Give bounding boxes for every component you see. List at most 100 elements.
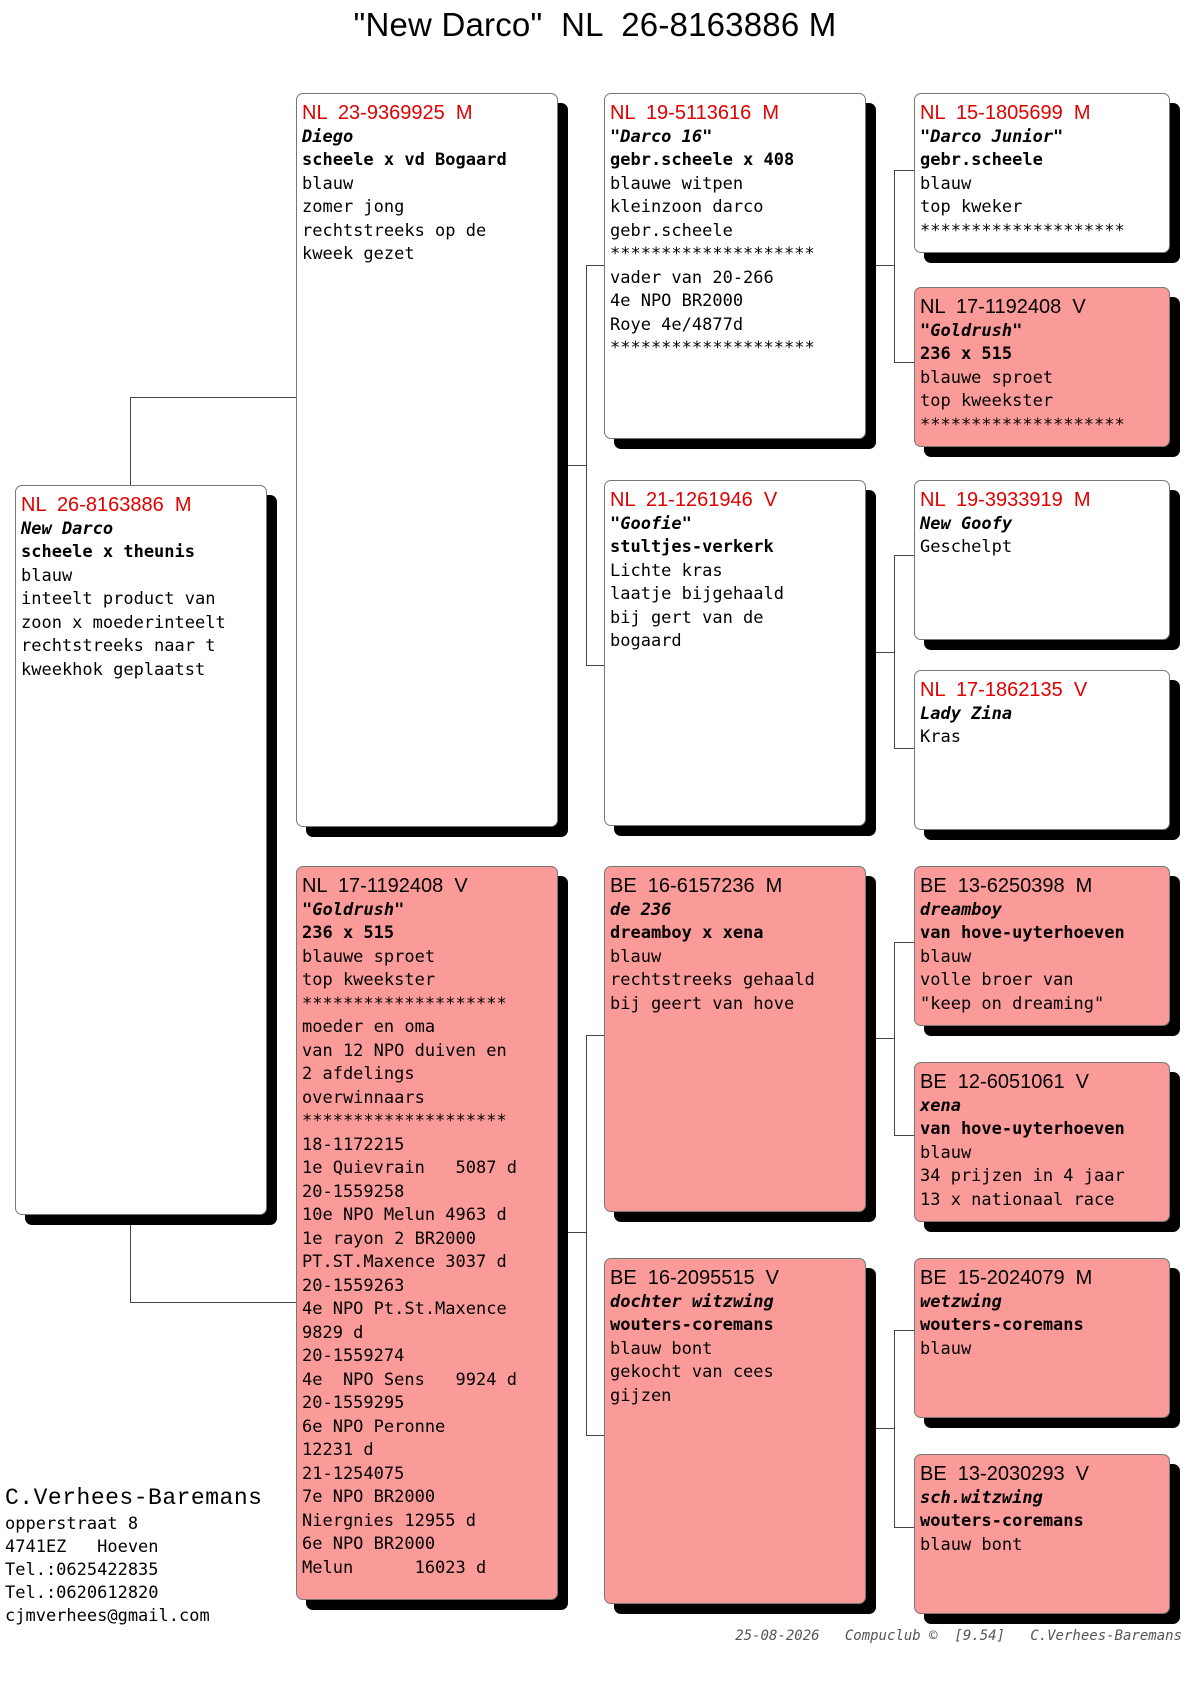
bird-note: 1e Quievrain 5087 d <box>302 1158 517 1178</box>
bird-note: rechtstreeks op de <box>302 220 487 241</box>
connector-line <box>586 1035 604 1036</box>
bird-note: blauwe witpen <box>610 173 744 194</box>
bird-note: volle broer van <box>920 970 1074 990</box>
bird-strain: wouters-coremans <box>920 1315 1084 1335</box>
bird-note: Geschelpt <box>920 537 1013 557</box>
bird-strain: van hove-uyterhoeven <box>920 1119 1125 1139</box>
bird-note: van 12 NPO duiven en <box>302 1040 507 1061</box>
ring-number: BE 16-6157236 M <box>610 875 783 897</box>
bird-note: Kras <box>920 727 961 747</box>
connector-line <box>866 265 894 266</box>
ring-number: NL 19-5113616 M <box>610 102 779 124</box>
bird-note: vader van 20-266 <box>610 267 774 288</box>
owner-phone: Tel.:0620612820 <box>5 1583 159 1603</box>
bird-note: blauw <box>920 1142 972 1163</box>
print-footer: 25-08-2026 Compuclub © [9.54] C.Verhees-… <box>735 1628 1182 1644</box>
page-title: "New Darco" NL 26-8163886 M <box>353 6 837 43</box>
owner-street: opperstraat 8 <box>5 1514 139 1534</box>
ring-number: NL 15-1805699 M <box>920 102 1091 124</box>
bird-name: "Darco Junior" <box>920 126 1064 147</box>
bird-note: ******************** <box>610 244 815 264</box>
ring-number: NL 17-1192408 V <box>920 296 1086 318</box>
ring-number: BE 13-6250398 M <box>920 875 1093 897</box>
bird-note: "keep on dreaming" <box>920 993 1105 1014</box>
bird-note: 4e NPO BR2000 <box>610 291 744 311</box>
connector-line <box>586 1035 587 1435</box>
connector-line <box>586 265 604 266</box>
bird-note: 18-1172215 <box>302 1134 405 1155</box>
bird-name: dochter witzwing <box>610 1291 774 1312</box>
owner-name: C.Verhees-Baremans <box>5 1485 263 1511</box>
bird-name: de 236 <box>610 899 672 920</box>
bird-note: moeder en oma <box>302 1017 436 1037</box>
bird-note: 34 prijzen in 4 jaar <box>920 1166 1125 1186</box>
ring-number: NL 23-9369925 M <box>302 102 473 124</box>
connector-line <box>866 1038 894 1039</box>
connector-line <box>894 555 895 748</box>
sire-sire-dam-card: NL 17-1192408 V"Goldrush" 236 x 515 blauwe… <box>914 287 1170 447</box>
connector-line <box>894 1135 914 1136</box>
connector-line <box>130 1222 131 1302</box>
bird-note: 6e NPO Peronne <box>302 1416 446 1437</box>
bird-note: laatje bijgehaald <box>610 584 784 604</box>
bird-name: xena <box>920 1095 961 1116</box>
connector-line <box>130 397 131 485</box>
connector-line <box>894 1330 895 1527</box>
bird-note: 6e NPO BR2000 <box>302 1534 436 1554</box>
connector-line <box>866 1428 894 1429</box>
bird-name: "Goofie" <box>610 513 692 534</box>
bird-note: 9829 d <box>302 1322 364 1343</box>
bird-note: ******************** <box>610 338 815 358</box>
bird-note: rechtstreeks naar t <box>21 636 216 656</box>
connector-line <box>894 748 914 749</box>
bird-note: kleinzoon darco <box>610 197 764 217</box>
bird-name: "Darco 16" <box>610 126 713 147</box>
bird-note: blauw <box>21 565 73 586</box>
bird-note: inteelt product van <box>21 589 216 609</box>
bird-note: blauwe sproet <box>920 367 1054 388</box>
owner-email: cjmverhees@gmail.com <box>5 1606 210 1626</box>
bird-strain: 236 x 515 <box>920 344 1013 364</box>
bird-note: blauw <box>920 946 972 967</box>
bird-note: top kweekster <box>302 970 436 990</box>
bird-note: ******************** <box>920 414 1125 435</box>
connector-line <box>130 397 296 398</box>
bird-note: 4e NPO Pt.St.Maxence <box>302 1299 507 1319</box>
ring-number: BE 12-6051061 V <box>920 1071 1090 1093</box>
bird-note: blauw bont <box>610 1338 713 1359</box>
connector-line <box>894 1330 914 1331</box>
bird-note: ******************** <box>302 993 507 1014</box>
bird-note: blauw <box>610 946 662 967</box>
connector-line <box>894 170 895 362</box>
bird-name: Lady Zina <box>920 703 1013 724</box>
bird-name: Diego <box>302 126 354 147</box>
connector-line <box>894 942 914 943</box>
bird-note: 2 afdelings <box>302 1064 415 1084</box>
bird-note: top kweekster <box>920 391 1054 411</box>
sire-sire-card: NL 19-5113616 M"Darco 16"gebr.scheele x … <box>604 93 866 439</box>
bird-name: sch.witzwing <box>920 1487 1043 1508</box>
connector-line <box>894 170 914 171</box>
bird-note: bij gert van de <box>610 607 764 628</box>
ring-number: BE 13-2030293 V <box>920 1463 1090 1485</box>
bird-note: Niergnies 12955 d <box>302 1510 476 1531</box>
owner-city: 4741EZ Hoeven <box>5 1537 159 1557</box>
bird-name: "Goldrush" <box>920 320 1023 341</box>
bird-note: bogaard <box>610 631 682 651</box>
bird-note: blauwe sproet <box>302 946 436 967</box>
bird-strain: scheele x vd Bogaard <box>302 150 507 170</box>
bird-note: ******************** <box>302 1111 507 1131</box>
bird-note: kweekhok geplaatst <box>21 659 206 680</box>
connector-line <box>894 942 895 1135</box>
connector-line <box>894 555 914 556</box>
bird-strain: wouters-coremans <box>610 1315 774 1335</box>
bird-strain: dreamboy x xena <box>610 923 764 943</box>
